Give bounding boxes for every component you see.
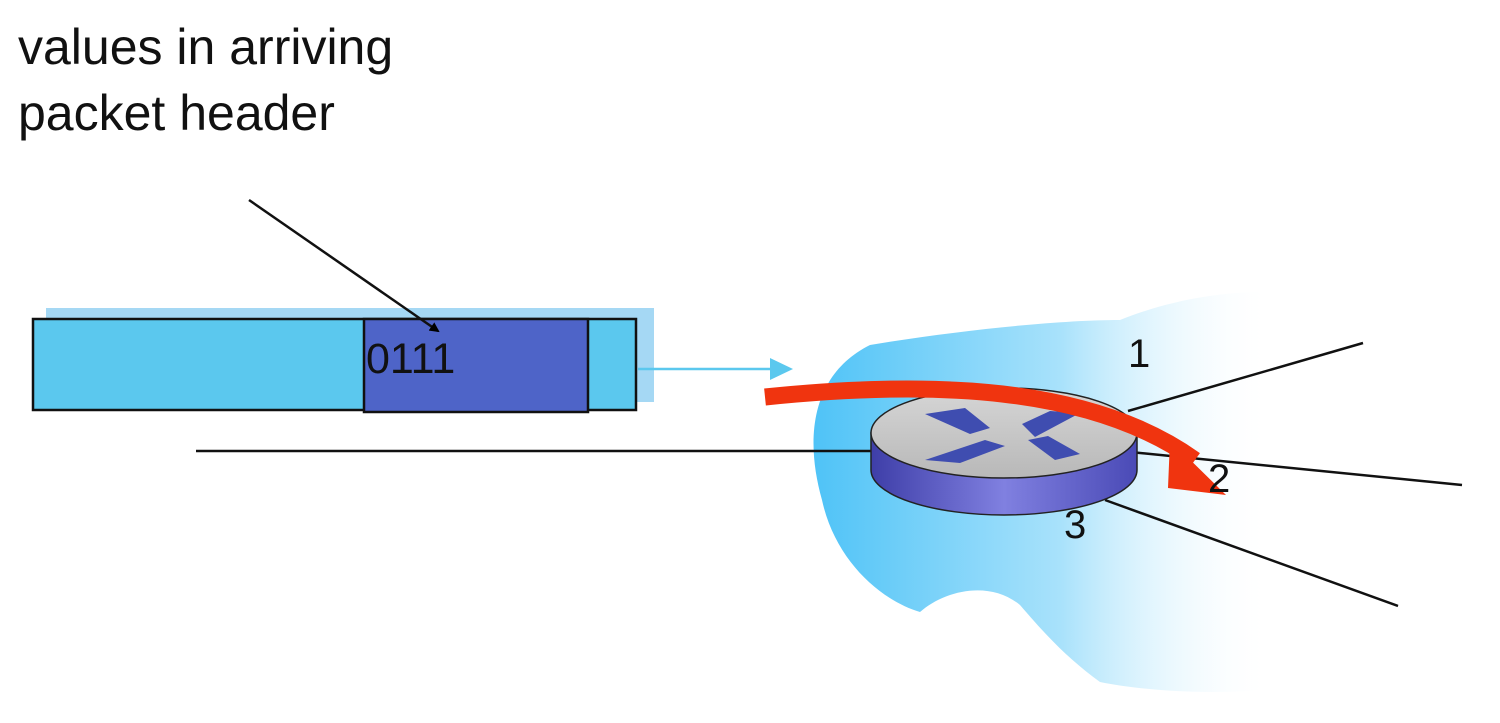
caption-line-2: packet header — [18, 85, 335, 141]
header-field — [362, 317, 590, 414]
port-label-3: 3 — [1064, 503, 1086, 547]
diagram-caption: values in arriving packet header — [18, 14, 393, 146]
router-cross-icon — [925, 408, 1080, 463]
port-label-1: 1 — [1128, 332, 1150, 376]
header-pointer-arrow — [248, 198, 440, 333]
forwarding-arrow-head — [1168, 440, 1226, 495]
caption-line-1: values in arriving — [18, 19, 394, 75]
link-port-1 — [1127, 341, 1364, 413]
link-port-3 — [1104, 498, 1399, 608]
packet: 0111 — [31, 308, 654, 414]
forwarding-arrow-shaft — [764, 380, 1200, 467]
port-label-2: 2 — [1208, 457, 1230, 501]
packet-travel-arrowhead — [770, 358, 793, 380]
header-value: 0111 — [366, 335, 455, 383]
